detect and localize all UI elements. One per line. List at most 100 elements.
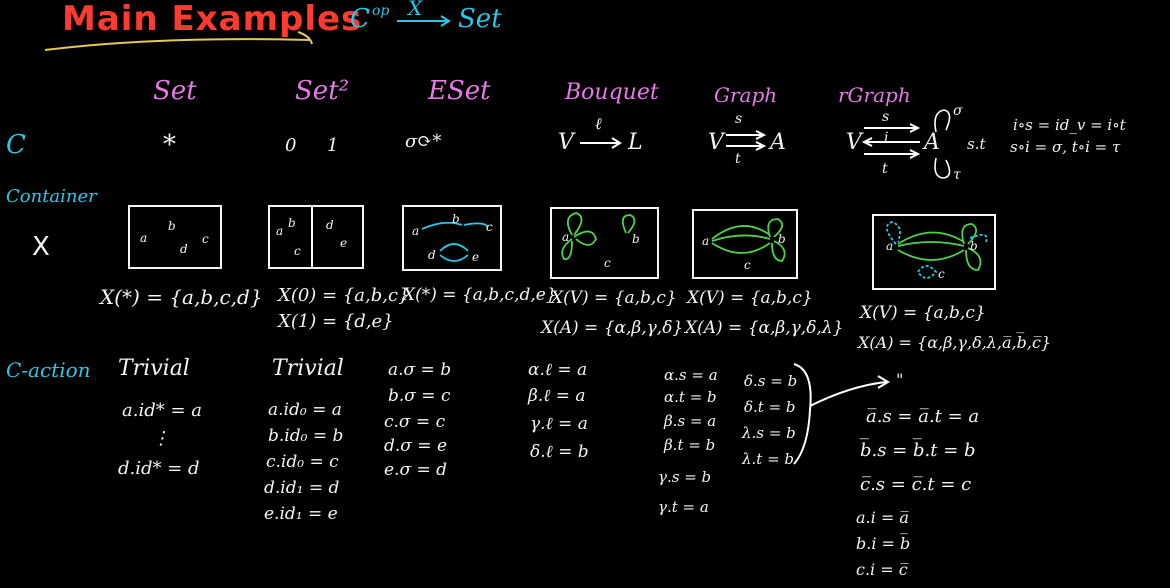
cat-set2-0: 0 bbox=[285, 135, 297, 156]
container-set: a b c d bbox=[128, 205, 222, 269]
cat-rgraph-tau: τ bbox=[953, 167, 961, 183]
action-rgraph-ditto: " bbox=[896, 370, 904, 389]
functor-C: C bbox=[350, 4, 370, 34]
page-title: Main Examples bbox=[62, 0, 363, 39]
functor-arrow-icon bbox=[397, 15, 451, 27]
set2-divider bbox=[311, 207, 313, 267]
column-rgraph: rGraph bbox=[838, 83, 911, 107]
action-set-trivial: Trivial bbox=[118, 356, 190, 381]
cat-graph-t: t bbox=[735, 151, 741, 167]
action-eset-line-2: b.σ = c bbox=[388, 386, 451, 406]
action-graph-line-9: λ.s = b bbox=[742, 424, 796, 442]
cat-eset: σ⟳* bbox=[405, 131, 442, 152]
column-graph: Graph bbox=[714, 83, 778, 107]
graph-to-rgraph-brace-arrow-icon bbox=[793, 363, 890, 465]
row-label-container: Container bbox=[6, 186, 97, 207]
action-graph-line-5: γ.s = b bbox=[658, 468, 712, 486]
action-rgraph-line-3: c̅.s = c̅.t = c bbox=[860, 474, 972, 495]
rgraph-elem-c: c bbox=[938, 267, 945, 281]
rgraph-elem-b: b bbox=[970, 239, 978, 253]
action-set2-line-4: d.id₁ = d bbox=[264, 478, 340, 498]
eset-elem-a: a bbox=[412, 224, 420, 238]
container-graph-A: X(A) = {α,β,γ,δ,λ} bbox=[685, 318, 844, 338]
action-rgraph-line-2: b̅.s = b̅.t = b bbox=[860, 440, 976, 461]
action-eset-line-1: a.σ = b bbox=[388, 360, 452, 380]
cat-rgraph-i: i bbox=[884, 130, 889, 146]
column-bouquet: Bouquet bbox=[565, 80, 659, 105]
set2-elem-d: d bbox=[326, 218, 334, 232]
rgraph-elem-a: a bbox=[886, 239, 894, 253]
container-set2: a b c d e bbox=[268, 205, 364, 269]
graph-edges bbox=[711, 218, 786, 262]
set-elem-d: d bbox=[180, 242, 188, 256]
action-bouquet-line-4: δ.ℓ = b bbox=[530, 442, 589, 462]
cat-graph-V: V bbox=[708, 130, 724, 155]
cat-bouquet-l: ℓ bbox=[595, 114, 602, 133]
set-elem-c: c bbox=[202, 232, 209, 246]
functor-X: X bbox=[408, 0, 423, 20]
action-graph-line-1: α.s = a bbox=[664, 366, 718, 384]
graph-elem-a: a bbox=[702, 234, 710, 248]
title-underline bbox=[44, 31, 313, 51]
eset-elem-c: c bbox=[486, 220, 493, 234]
container-set2-X0: X(0) = {a,b,c} bbox=[278, 285, 410, 306]
cat-bouquet-L: L bbox=[628, 130, 643, 155]
container-eset: a b c d e bbox=[402, 205, 502, 271]
container-rgraph: a b c bbox=[872, 214, 996, 290]
cat-rgraph-V: V bbox=[846, 130, 862, 155]
set2-elem-e: e bbox=[340, 236, 348, 250]
container-set-X: X(*) = {a,b,c,d} bbox=[100, 285, 263, 309]
action-graph-line-3: β.s = a bbox=[664, 412, 717, 430]
cat-rgraph-eq1: i∘s = id_v = i∘t bbox=[1013, 116, 1126, 134]
set2-elem-c: c bbox=[294, 244, 301, 258]
eset-elem-e: e bbox=[472, 250, 480, 264]
cat-graph-s: s bbox=[735, 111, 743, 127]
eset-elem-b: b bbox=[452, 212, 460, 226]
container-graph-V: X(V) = {a,b,c} bbox=[687, 288, 813, 308]
cat-rgraph-eq2: s∘i = σ, t∘i = τ bbox=[1010, 138, 1121, 156]
cat-rgraph-s: s bbox=[882, 109, 890, 125]
rgraph-arrows-icon bbox=[861, 123, 921, 159]
cat-graph-A: A bbox=[770, 130, 786, 155]
graph-elem-b: b bbox=[778, 232, 786, 246]
action-graph-line-4: β.t = b bbox=[664, 436, 716, 454]
bouquet-arrow-icon bbox=[580, 137, 622, 149]
action-set2-line-5: e.id₁ = e bbox=[264, 504, 338, 524]
action-graph-line-10: λ.t = b bbox=[742, 450, 795, 468]
column-eset: ESet bbox=[428, 76, 491, 106]
action-set-line-2: ⋮ bbox=[152, 428, 170, 449]
row-label-X: X bbox=[32, 232, 50, 262]
bouquet-elem-c: c bbox=[604, 256, 611, 270]
container-bouquet-V: X(V) = {a,b,c} bbox=[551, 288, 677, 308]
action-rgraph-line-5: b.i = b̅ bbox=[856, 534, 911, 553]
action-bouquet-line-1: α.ℓ = a bbox=[528, 360, 588, 380]
rgraph-loops-icon bbox=[934, 109, 951, 179]
column-set: Set bbox=[153, 76, 197, 106]
cat-set2-1: 1 bbox=[327, 135, 339, 156]
set2-elem-a: a bbox=[276, 224, 284, 238]
container-rgraph-V: X(V) = {a,b,c} bbox=[860, 303, 986, 323]
container-bouquet: a b c bbox=[550, 207, 659, 279]
cat-bouquet-V: V bbox=[558, 130, 574, 155]
bouquet-loops bbox=[561, 212, 636, 261]
action-graph-line-2: α.t = b bbox=[664, 388, 717, 406]
action-set-line-1: a.id* = a bbox=[122, 400, 202, 421]
action-graph-line-7: δ.s = b bbox=[744, 372, 798, 390]
action-graph-line-8: δ.t = b bbox=[744, 398, 796, 416]
action-rgraph-line-6: c.i = c̅ bbox=[856, 560, 908, 579]
rgraph-edges bbox=[886, 221, 988, 279]
action-set2-line-1: a.id₀ = a bbox=[268, 400, 342, 420]
action-eset-line-4: d.σ = e bbox=[384, 436, 448, 456]
graph-arrows-icon bbox=[726, 130, 767, 151]
row-label-action: C-action bbox=[6, 358, 91, 382]
eset-elem-d: d bbox=[428, 248, 436, 262]
functor-set: Set bbox=[458, 4, 502, 34]
eset-arrows bbox=[421, 221, 489, 262]
graph-elem-c: c bbox=[744, 258, 751, 272]
action-eset-line-5: e.σ = d bbox=[384, 460, 448, 480]
action-bouquet-line-2: β.ℓ = a bbox=[528, 386, 586, 406]
action-bouquet-line-3: γ.ℓ = a bbox=[530, 414, 588, 434]
set2-elem-b: b bbox=[288, 216, 296, 230]
action-set2-line-2: b.id₀ = b bbox=[268, 426, 344, 446]
